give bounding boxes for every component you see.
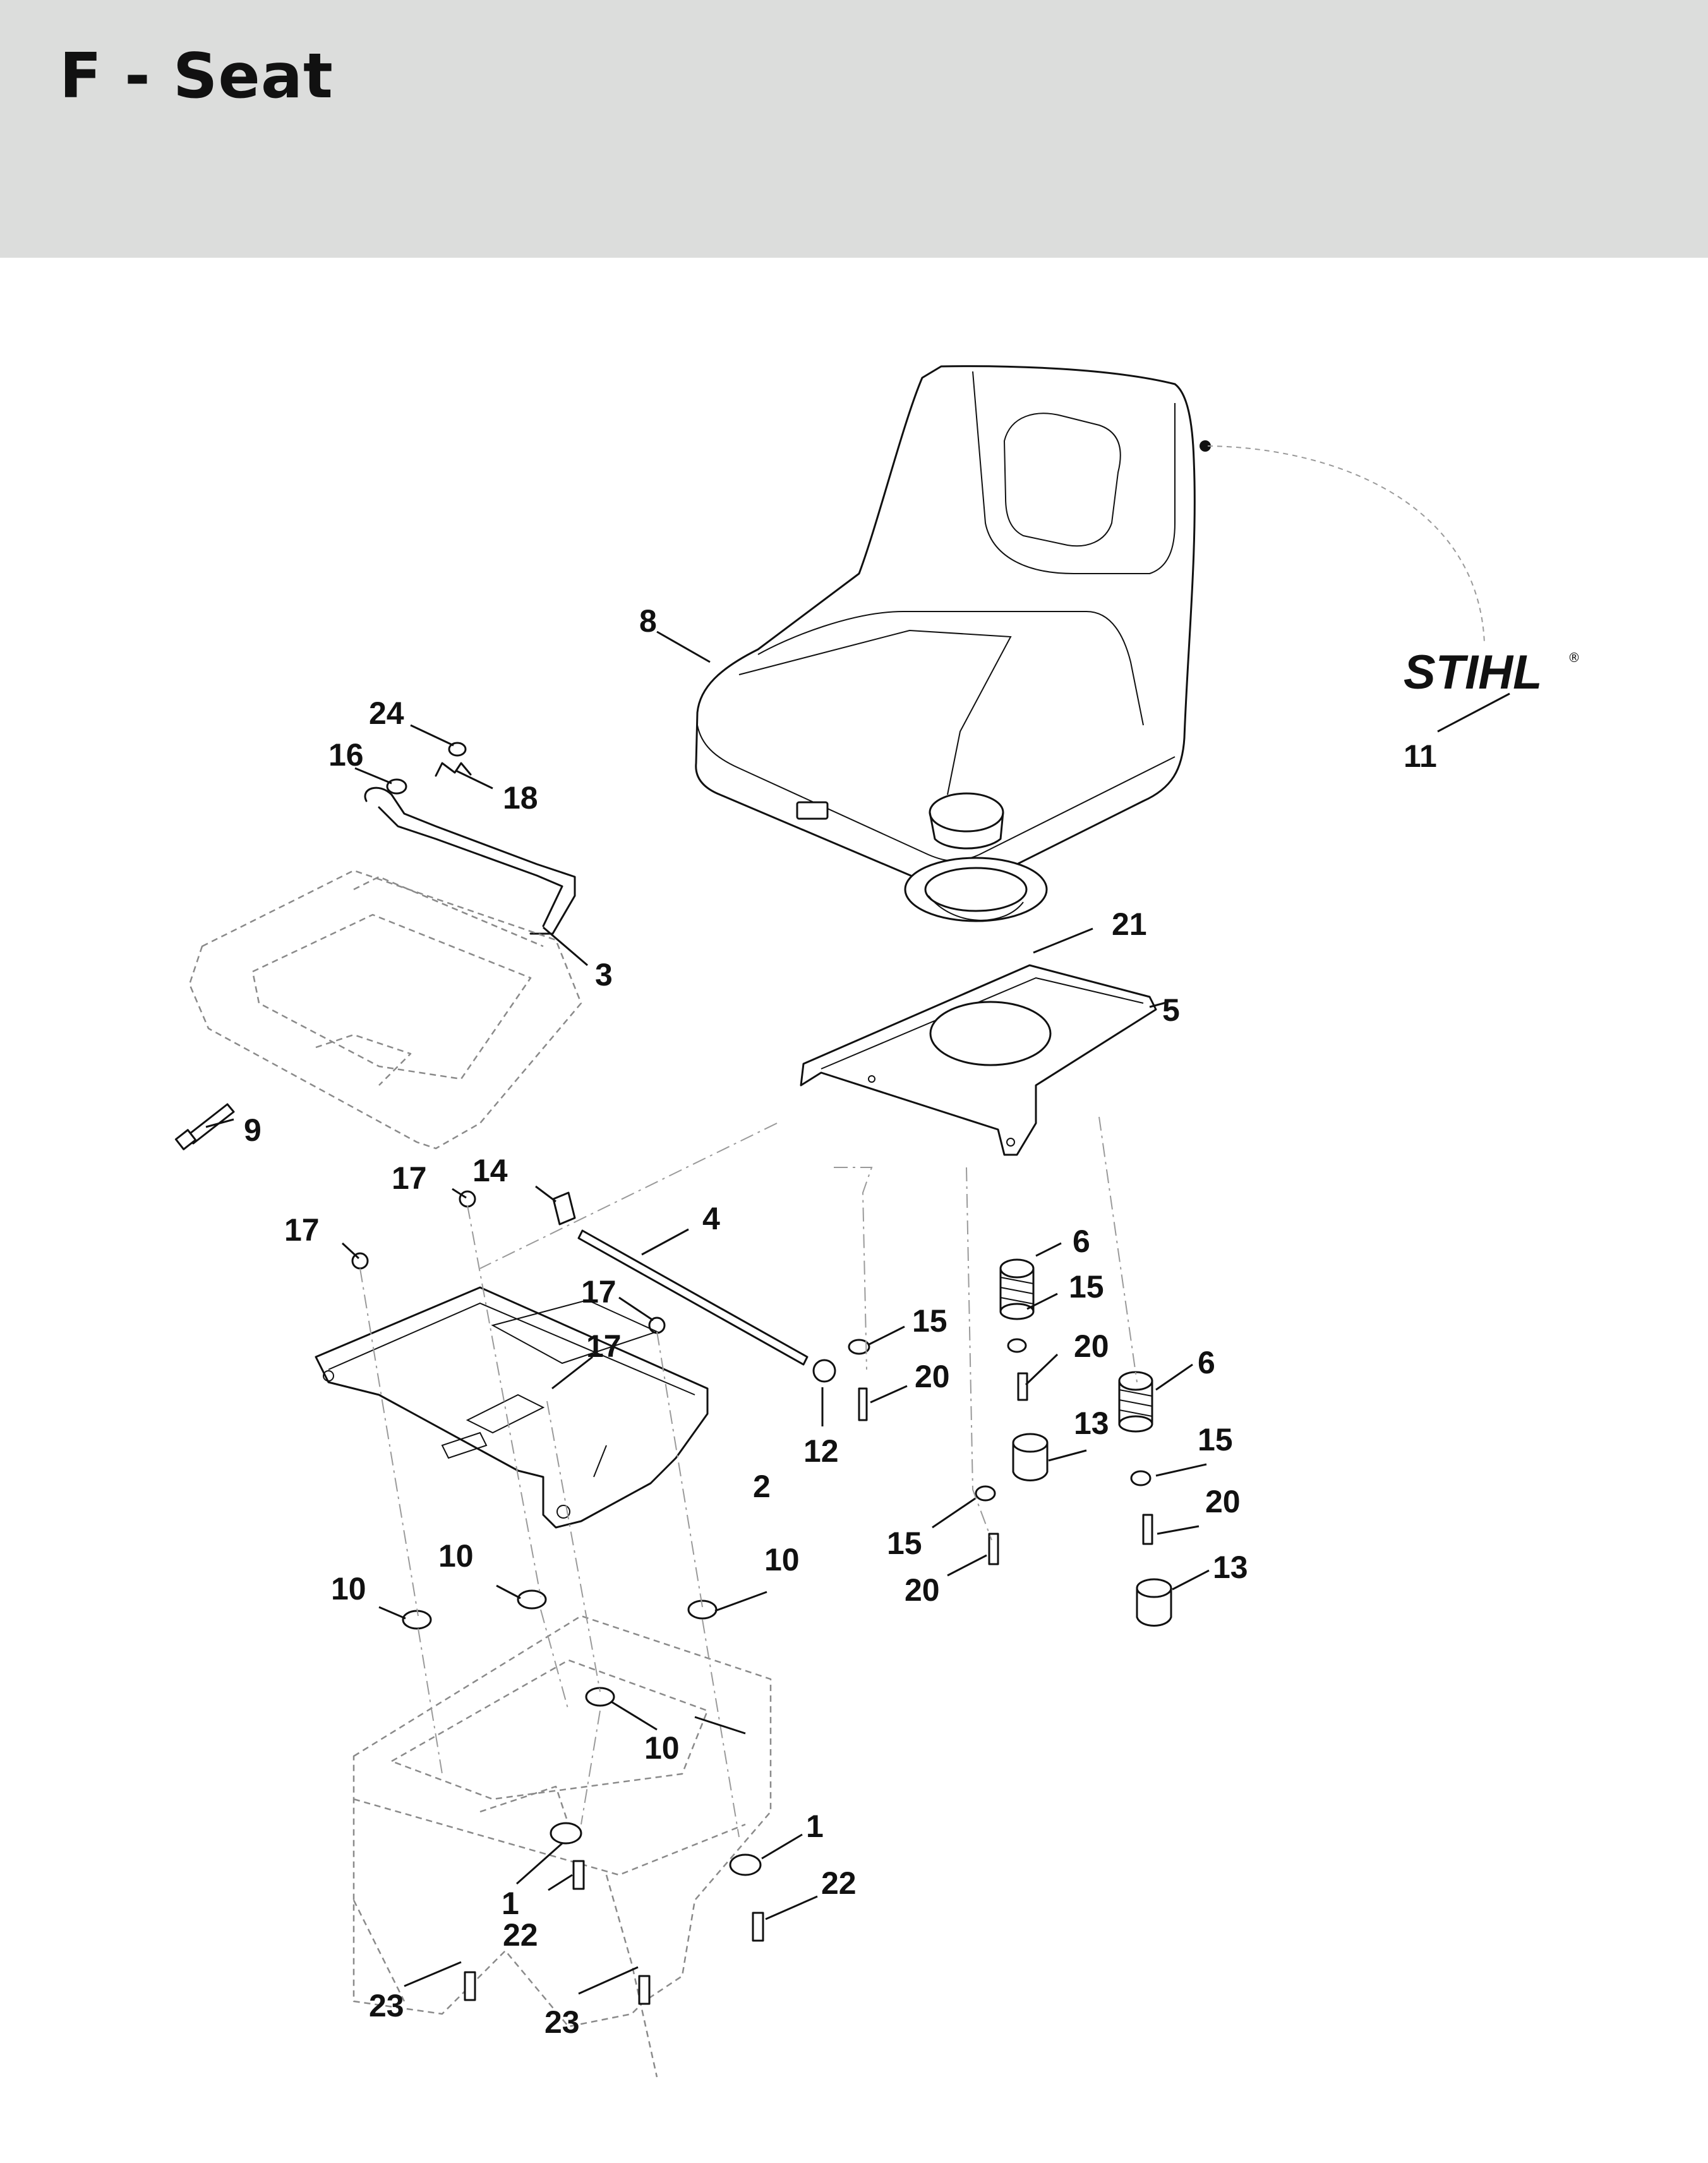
callout-23: 23 <box>544 2004 580 2040</box>
swivel-plate-part <box>904 792 1048 922</box>
callout-17: 17 <box>284 1212 320 1248</box>
bolts-20 <box>858 1372 1153 1565</box>
callout-6: 6 <box>1198 1345 1215 1380</box>
callout-15: 15 <box>887 1526 922 1561</box>
bolts-22 <box>572 1860 764 1942</box>
callout-20: 20 <box>1074 1329 1109 1364</box>
callout-17: 17 <box>581 1274 616 1310</box>
callout-labels: 8 11 24 16 18 3 21 5 9 17 14 17 4 6 17 1… <box>244 603 1437 2040</box>
callout-16: 16 <box>328 737 364 773</box>
callout-1: 1 <box>806 1809 824 1844</box>
seat-part <box>695 365 1211 889</box>
callout-15: 15 <box>1198 1422 1233 1457</box>
callout-5: 5 <box>1162 992 1180 1028</box>
callout-17: 17 <box>586 1329 622 1364</box>
callout-6: 6 <box>1073 1224 1090 1259</box>
parts-diagram: .ol { fill: none; stroke: #111; stroke-w… <box>174 365 1580 2078</box>
callout-18: 18 <box>503 780 538 816</box>
callout-24: 24 <box>369 696 404 731</box>
callout-13: 13 <box>1074 1406 1109 1441</box>
washers-15 <box>848 1338 1152 1502</box>
pivot-rod-part <box>577 1229 836 1383</box>
callout-20: 20 <box>905 1572 940 1608</box>
callout-8: 8 <box>639 603 657 639</box>
callout-21: 21 <box>1112 907 1147 942</box>
callout-4: 4 <box>702 1201 720 1236</box>
callout-1: 1 <box>502 1886 519 1921</box>
bump-stops-13 <box>1012 1433 1172 1627</box>
assembly-lines <box>359 1116 1138 1838</box>
callout-12: 12 <box>803 1433 839 1469</box>
callout-2: 2 <box>753 1469 771 1504</box>
callout-10: 10 <box>331 1571 366 1606</box>
callout-23: 23 <box>369 1988 404 2023</box>
bolt-9-part <box>174 1103 235 1150</box>
stihl-logo: STIHL ® <box>1404 646 1580 699</box>
svg-text:STIHL: STIHL <box>1404 646 1543 699</box>
spacers-1 <box>550 1822 762 1876</box>
callout-20: 20 <box>1205 1484 1241 1519</box>
callout-15: 15 <box>1069 1269 1104 1304</box>
logo-reference-line <box>1207 445 1485 644</box>
callout-20: 20 <box>915 1359 950 1394</box>
header-bar: F - Seat <box>0 0 1708 258</box>
seat-plate-part <box>800 964 1157 1156</box>
spring-6b-part <box>1118 1371 1153 1433</box>
washers-10 <box>402 1589 718 1707</box>
callout-leaders <box>205 630 1510 1995</box>
callout-9: 9 <box>244 1112 262 1148</box>
callout-10: 10 <box>438 1538 474 1574</box>
callout-13: 13 <box>1213 1550 1248 1585</box>
callout-17: 17 <box>392 1160 427 1196</box>
svg-text:®: ® <box>1568 650 1580 665</box>
page-title: F - Seat <box>59 40 334 112</box>
callout-3: 3 <box>595 957 613 992</box>
callout-22: 22 <box>503 1917 538 1953</box>
callout-10: 10 <box>764 1542 800 1577</box>
callout-10: 10 <box>644 1730 680 1766</box>
adjust-lever-part <box>364 742 576 935</box>
callout-22: 22 <box>821 1865 857 1901</box>
callout-14: 14 <box>472 1153 508 1188</box>
callout-11: 11 <box>1404 738 1437 774</box>
callout-15: 15 <box>912 1303 947 1339</box>
upper-frame-ghost <box>188 869 582 1150</box>
spring-6a-part <box>999 1258 1035 1320</box>
bolts-23 <box>464 1971 651 2005</box>
